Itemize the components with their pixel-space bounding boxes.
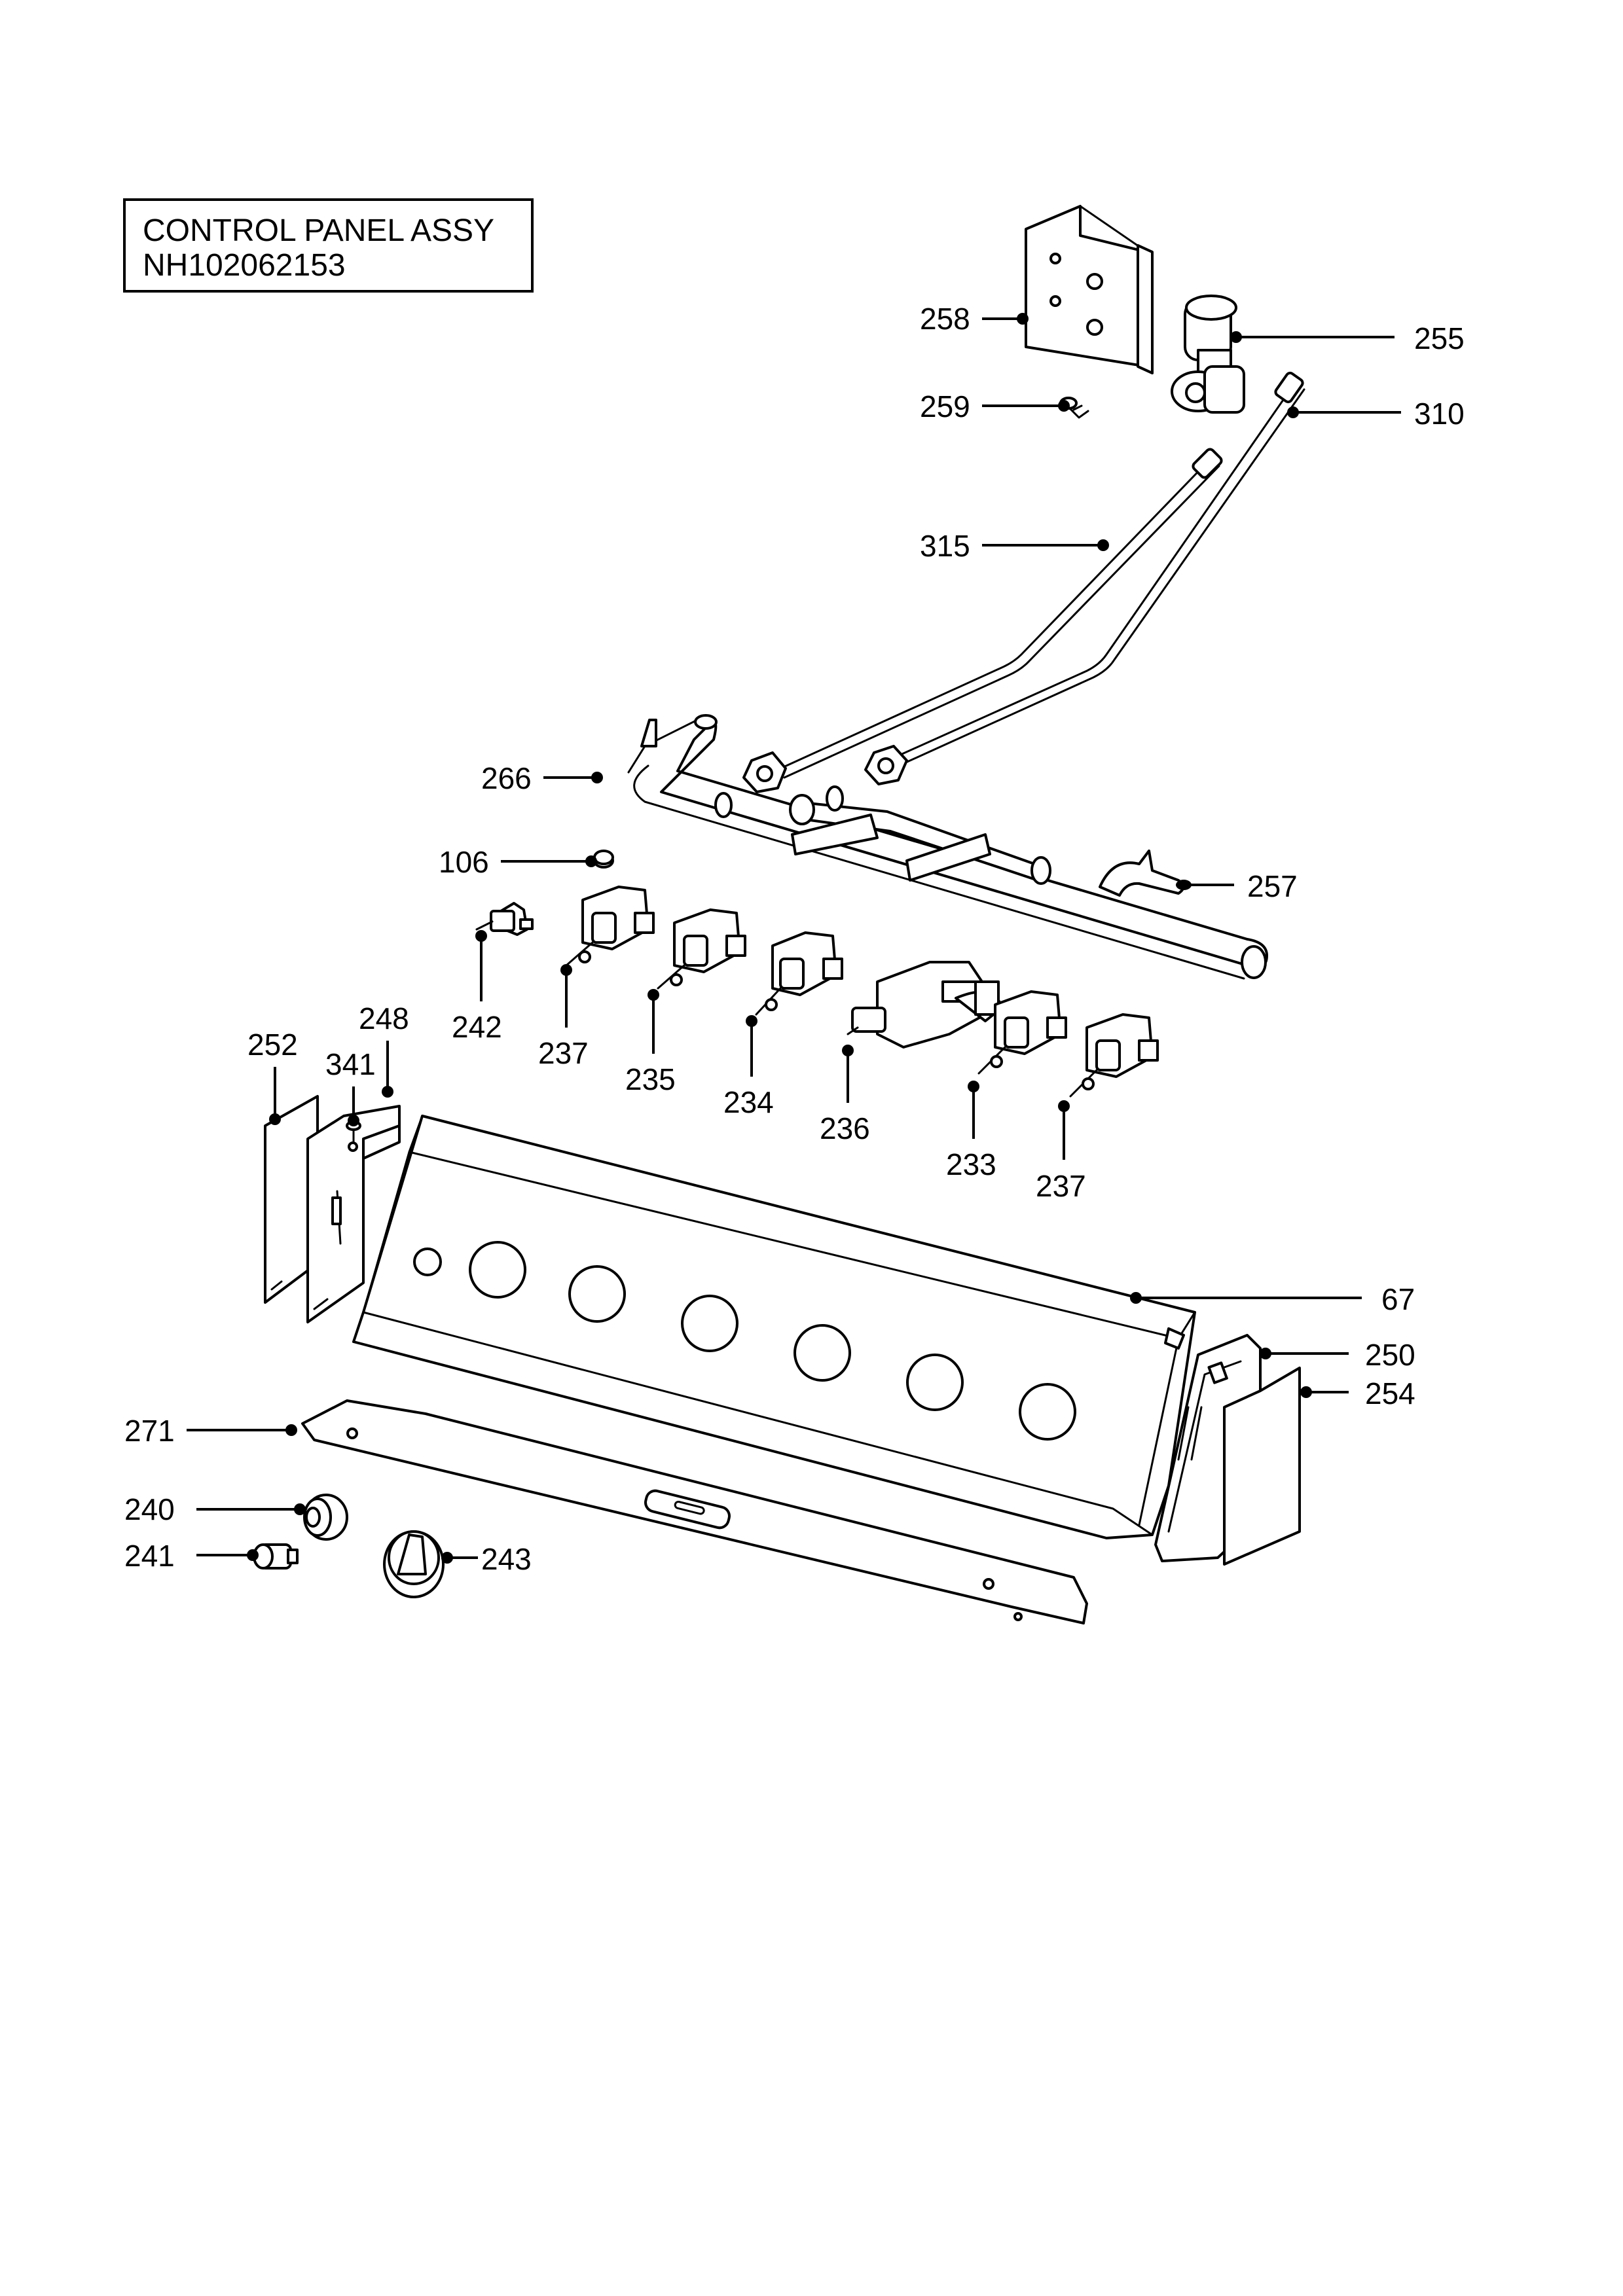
svg-text:259: 259 [920,389,970,423]
part-310-gas-pipe [864,371,1305,785]
svg-text:255: 255 [1414,321,1465,355]
svg-text:237: 237 [1036,1169,1086,1203]
part-315-gas-pipe [742,448,1223,793]
svg-text:252: 252 [247,1028,298,1062]
callout-258: 258 [920,302,1029,336]
part-258-bracket [1025,205,1154,374]
callout-237-b: 237 [1036,1100,1086,1203]
svg-text:266: 266 [481,761,532,795]
part-237-gas-tap-b [1069,1013,1159,1098]
svg-text:254: 254 [1365,1376,1415,1410]
part-266-manifold [627,714,1268,980]
svg-text:235: 235 [625,1062,676,1096]
callout-106: 106 [439,845,597,879]
title-line-2: NH102062153 [143,248,346,283]
svg-text:250: 250 [1365,1338,1415,1372]
svg-text:233: 233 [946,1147,996,1181]
svg-text:67: 67 [1381,1282,1415,1316]
svg-text:242: 242 [452,1010,502,1044]
part-257-clip [1099,850,1192,897]
part-254-right-end-cover [1223,1367,1301,1566]
part-67-control-panel [352,1115,1196,1539]
part-271-bottom-strip [301,1399,1088,1624]
callout-233: 233 [946,1081,996,1181]
callout-310: 310 [1287,397,1465,431]
callout-255: 255 [1230,321,1465,355]
part-106-washer [593,850,614,869]
part-235-gas-tap [657,908,746,990]
callout-266: 266 [481,761,603,795]
callout-235: 235 [625,989,676,1096]
part-233-gas-tap [977,990,1067,1075]
svg-text:243: 243 [481,1542,532,1576]
part-242-thermocouple-tap [475,902,534,936]
callout-250: 250 [1260,1338,1415,1372]
svg-text:106: 106 [439,845,489,879]
callout-271: 271 [124,1414,297,1448]
svg-text:240: 240 [124,1492,175,1526]
svg-text:236: 236 [820,1111,870,1145]
svg-text:258: 258 [920,302,970,336]
callout-242: 242 [452,930,502,1044]
svg-text:310: 310 [1414,397,1465,431]
callout-67: 67 [1130,1282,1415,1316]
svg-text:315: 315 [920,529,970,563]
part-236-main-tap [847,961,1003,1049]
part-255-gas-connector [1171,295,1245,414]
part-243-control-knob [383,1530,445,1598]
callout-259: 259 [920,389,1070,423]
callout-248: 248 [359,1001,409,1098]
part-237-gas-tap-a [565,886,655,967]
callout-234: 234 [723,1015,774,1119]
callout-257: 257 [1185,869,1298,903]
svg-text:248: 248 [359,1001,409,1035]
svg-text:271: 271 [124,1414,175,1448]
callouts: 258 255 259 310 315 [124,302,1465,1576]
svg-text:234: 234 [723,1085,774,1119]
part-241-spindle-bush [253,1543,299,1570]
title-frame [123,198,534,293]
part-240-knob-insert [303,1494,348,1541]
callout-241: 241 [124,1539,259,1573]
callout-252: 252 [247,1028,298,1125]
svg-text:237: 237 [538,1036,589,1070]
callout-341: 341 [325,1047,376,1126]
callout-254: 254 [1300,1376,1415,1410]
svg-text:257: 257 [1247,869,1298,903]
callout-243: 243 [441,1542,532,1576]
title-block: CONTROL PANEL ASSY NH102062153 [123,198,534,293]
svg-text:241: 241 [124,1539,175,1573]
callout-236: 236 [820,1045,870,1145]
callout-237-a: 237 [538,964,589,1070]
callout-240: 240 [124,1492,306,1526]
title-line-1: CONTROL PANEL ASSY [143,213,494,248]
part-234-gas-tap [755,931,843,1016]
svg-text:341: 341 [325,1047,376,1081]
callout-315: 315 [920,529,1109,563]
